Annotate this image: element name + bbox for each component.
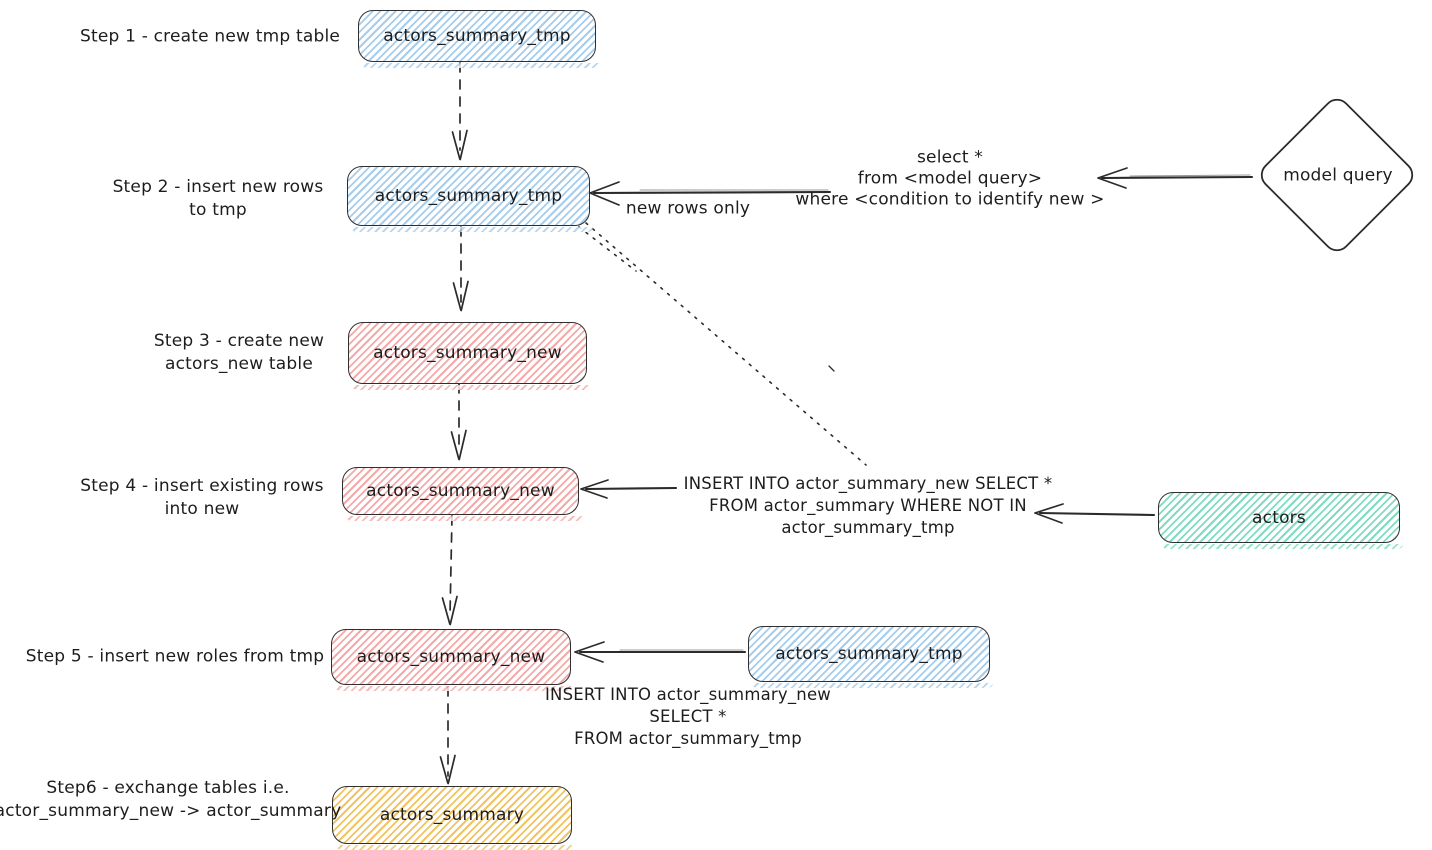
node-step5-table: actors_summary_new [331, 629, 574, 691]
new-rows-only-label: new rows only [625, 198, 751, 219]
node-label: actors_summary_tmp [775, 644, 963, 664]
node-label: actors_summary_new [356, 647, 546, 667]
step1-caption: Step 1 - create new tmp table [79, 26, 341, 47]
arrow-insertsql-to-step4 [580, 479, 678, 499]
node-label: actors [1252, 507, 1306, 528]
model-query-label: model query [1283, 165, 1393, 186]
insert-existing-sql: INSERT INTO actor_summary_new SELECT * F… [683, 474, 1053, 537]
stray-tick [828, 365, 835, 372]
node-step4-table: actors_summary_new [342, 467, 582, 521]
node-step1-table: actors_summary_tmp [358, 10, 599, 68]
arrow-step2-to-step3 [452, 226, 469, 312]
arrow-actors-to-insertsql [1034, 503, 1156, 524]
node-label: actors_summary_tmp [374, 186, 563, 206]
dotted-link-step2-to-insertsql [578, 222, 867, 466]
arrow-tmpsource-to-step5 [574, 641, 747, 663]
node-step3-table: actors_summary_new [348, 322, 590, 390]
arrow-step4-to-step5 [441, 515, 458, 626]
step5-caption: Step 5 - insert new roles from tmp [25, 646, 325, 667]
node-label: actors_summary [379, 805, 525, 825]
arrow-modelquery-to-query [1097, 167, 1254, 189]
node-actors-table: actors [1158, 492, 1403, 549]
node-label: actors_summary_new [373, 343, 562, 363]
step2-caption: Step 2 - insert new rows to tmp [112, 177, 324, 220]
insert-from-tmp-sql: INSERT INTO actor_summary_new SELECT * F… [544, 685, 832, 748]
node-step6-table: actors_summary [332, 786, 575, 850]
step6-caption: Step6 - exchange tables i.e. actor_summa… [0, 778, 342, 821]
node-step2-table: actors_summary_tmp [347, 166, 593, 232]
step4-caption: Step 4 - insert existing rows into new [80, 476, 324, 519]
node-tmp-source: actors_summary_tmp [748, 626, 993, 688]
step3-caption: Step 3 - create new actors_new table [153, 331, 325, 374]
node-label: actors_summary_tmp [383, 26, 571, 46]
arrow-step1-to-step2 [451, 62, 468, 161]
arrow-step5-to-step6 [439, 686, 456, 785]
arrow-step3-to-step4 [450, 383, 467, 461]
node-label: actors_summary_new [366, 481, 555, 501]
query-select-annotation: select * from <model query> where <condi… [795, 147, 1105, 210]
